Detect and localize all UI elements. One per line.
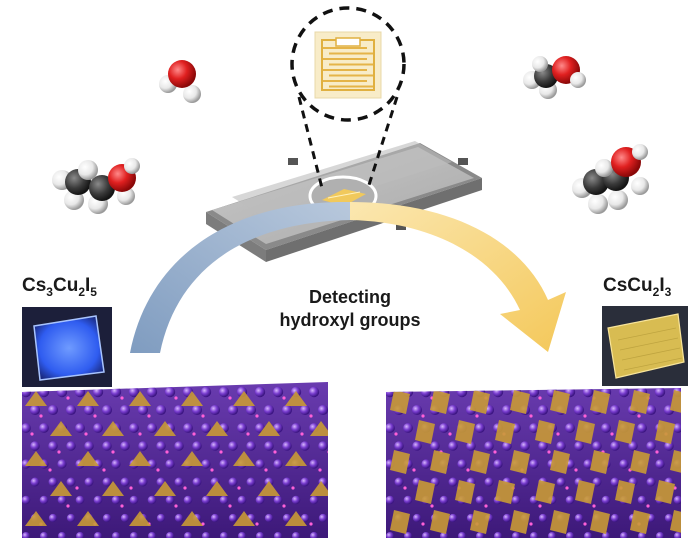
cscu2i3-crystal-structure [386,388,681,538]
magnifier-circle-icon [290,6,406,189]
cscu2i3-label: CsCu2I3 [603,275,672,299]
center-label-line2: hydroxyl groups [279,310,421,330]
blue-arrow [130,201,350,353]
ethanol-molecule-icon [52,158,140,214]
cs3cu2i5-crystal-structure [22,382,328,538]
center-label-line1: Detecting [308,287,391,307]
cs3cu2i5-label: Cs3Cu2I5 [22,275,97,299]
cs3cu2i5-film-photo [22,307,112,387]
sensor-chip-icon [206,141,482,262]
detecting-hydroxyl-label: Detecting hydroxyl groups [250,286,450,332]
yellow-arrow [350,202,566,352]
cscu2i3-film-photo [602,306,688,386]
water-molecule-icon [159,60,201,103]
methanol-molecule-icon [523,56,586,99]
propanol-molecule-icon [572,144,649,214]
